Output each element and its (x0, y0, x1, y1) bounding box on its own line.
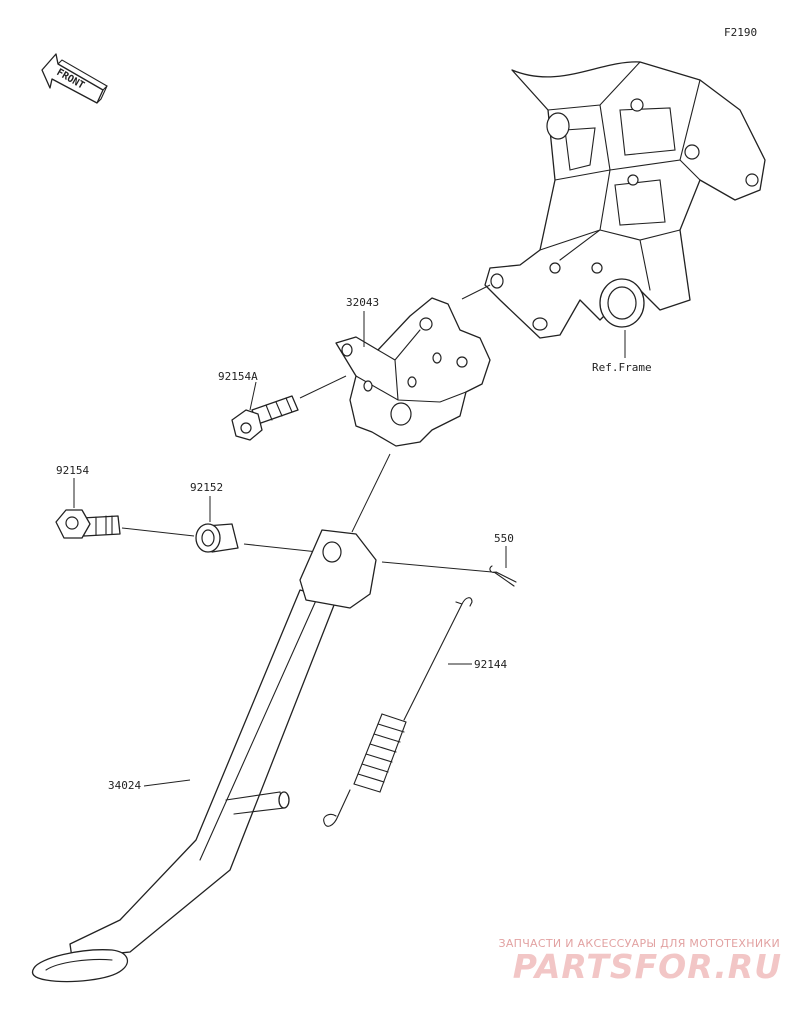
part-label-550: 550 (494, 532, 514, 545)
mount-line-collar (243, 543, 319, 553)
mount-line-pin (381, 561, 493, 573)
bolt-a-leader (249, 381, 257, 411)
bracket-32043 (335, 297, 491, 447)
part-label-34024: 34024 (108, 779, 141, 792)
stand-leader (143, 779, 191, 787)
bolt-92154 (55, 509, 121, 539)
cotter-pin-550 (489, 565, 517, 587)
diagram-code: F2190 (724, 26, 757, 39)
mount-line-bolt-a (299, 375, 347, 399)
bolt-92154a (231, 395, 299, 441)
watermark-brand: PARTSFOR.RU (512, 947, 782, 986)
part-label-92152: 92152 (190, 481, 223, 494)
mount-line-bolt (121, 527, 195, 537)
spring-92144 (323, 597, 473, 827)
watermark-subtitle: ЗАПЧАСТИ И АКСЕССУАРЫ ДЛЯ МОТОТЕХНИКИ (498, 937, 780, 950)
part-label-92154: 92154 (56, 464, 89, 477)
collar-92152 (195, 523, 239, 553)
part-label-92154a: 92154A (218, 370, 258, 383)
side-stand-34024 (31, 529, 377, 983)
frame-ref (484, 61, 766, 339)
front-arrow-icon: FRONT (41, 53, 108, 104)
part-label-92144: 92144 (474, 658, 507, 671)
mount-line-frame (461, 284, 491, 300)
part-label-32043: 32043 (346, 296, 379, 309)
ref-frame-label: Ref.Frame (592, 361, 652, 374)
mount-line-stand (351, 453, 391, 533)
